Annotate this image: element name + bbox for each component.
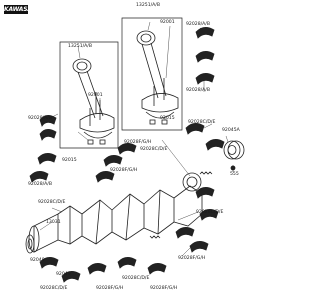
label-brg-left-top: 92028/A/B <box>28 116 53 121</box>
label-brg-upper-right: 92028/A/B <box>186 22 211 27</box>
oil-seal <box>25 234 35 254</box>
label-nut-left: 92015 <box>62 158 77 163</box>
right-connecting-rod <box>136 30 179 119</box>
left-rod-bolts <box>87 100 106 145</box>
label-rod-right-set: 13251/A/B <box>136 3 161 8</box>
left-connecting-rod <box>72 58 115 139</box>
label-bolt-left: 92001 <box>88 93 103 98</box>
label-rod-left-set: 13251/A/B <box>68 44 93 49</box>
parts-diagram: KAWASAKI 13251/A/B 13251/A/B 92001 92001… <box>4 3 245 291</box>
right-rod-frame <box>121 17 183 131</box>
label-seal: 92049 <box>30 258 45 263</box>
brand-logo: KAWASAKI <box>4 5 39 14</box>
label-main-mid-1: 92028C/D/E <box>140 147 168 152</box>
label-main-left-1: 92028C/D/E <box>38 200 66 205</box>
label-main-bot-6: 92028F/G/H <box>96 286 124 291</box>
label-main-bot-3: 92028C/D/E <box>122 276 150 281</box>
left-rod-bearing-shells <box>39 115 57 141</box>
exploded-view-drawing <box>25 17 245 283</box>
right-rod-bolts <box>149 78 168 125</box>
label-main-bot-4: 92028F/G/H <box>150 286 178 291</box>
label-crankshaft: 13031 <box>46 220 61 225</box>
label-bolt-right: 92001 <box>160 20 175 25</box>
label-main-right-1: 92028C/D/E <box>188 120 216 125</box>
label-key: 92049 <box>56 272 71 277</box>
label-main-bot-1: 92028C/D/E <box>196 210 224 215</box>
main-bearing-shells <box>29 123 225 283</box>
label-main-mid-2: 92028F/G/H <box>124 140 152 145</box>
label-brg-lower-right: 92028/A/B <box>186 88 211 93</box>
label-bearing-ball: 92045A <box>222 128 240 133</box>
leader-lines <box>39 21 234 263</box>
label-main-bot-2: 92028F/G/H <box>178 256 206 261</box>
label-pin: 555 <box>230 172 239 177</box>
ball-bearing <box>223 140 245 160</box>
label-nut-right: 92015 <box>160 116 175 121</box>
crankshaft <box>28 171 213 253</box>
label-brg-left-bottom: 92028/A/B <box>28 182 53 187</box>
label-main-right-2: 92028F/G/H <box>110 168 138 173</box>
right-rod-bearing-shells <box>195 27 215 85</box>
label-main-bot-5: 92028C/D/E <box>40 286 68 291</box>
